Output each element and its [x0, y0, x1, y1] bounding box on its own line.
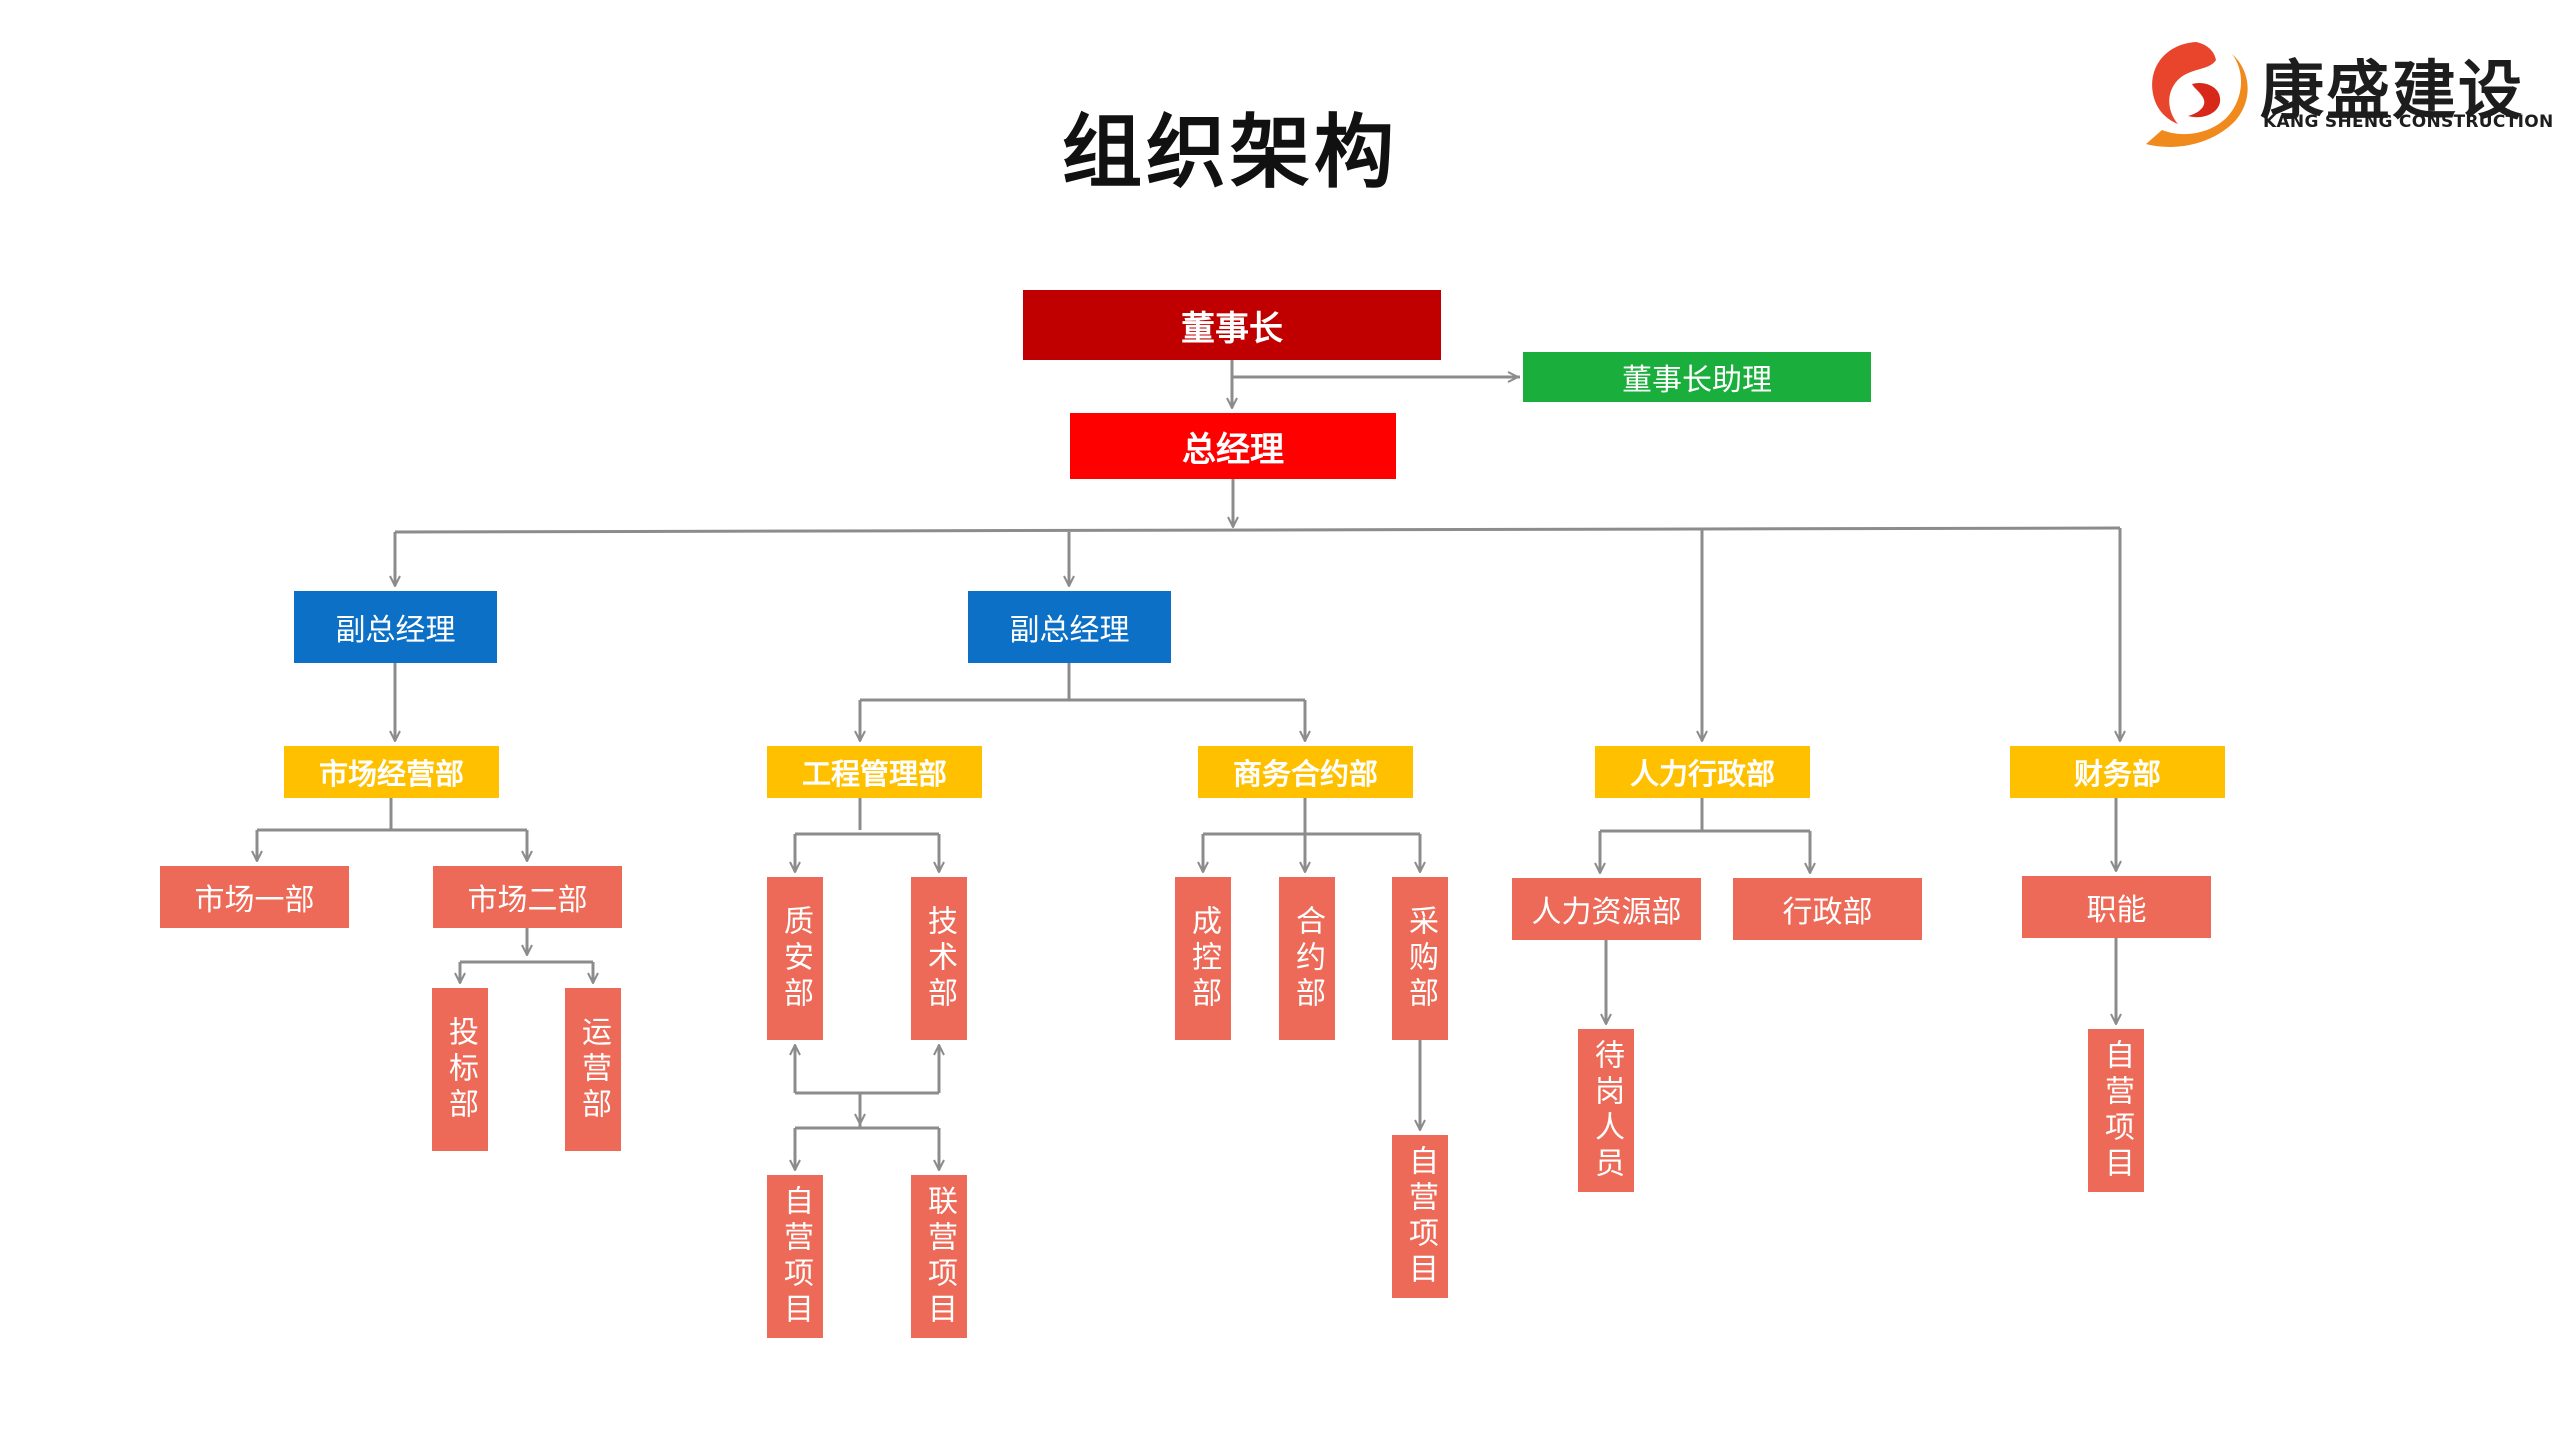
unit-technical-box: 技术部	[911, 877, 967, 1040]
unit-quality-safety-box: 质安部	[767, 877, 823, 1040]
dept-market-label: 市场经营部	[318, 757, 464, 791]
dept-finance-label: 财务部	[2073, 757, 2161, 791]
unit-standby-label: 待岗人员	[1589, 1038, 1624, 1183]
unit-hr-box: 人力资源部	[1512, 878, 1701, 940]
logo-chinese-name: 康盛建设	[2260, 55, 2524, 129]
unit-fin-self-project-label: 自营项目	[2099, 1038, 2134, 1183]
unit-biz-self-project-label: 自营项目	[1403, 1144, 1438, 1289]
unit-fin-self-project-box: 自营项目	[2088, 1029, 2144, 1192]
company-logo: 康盛建设 KANG SHENG CONSTRUCTION	[2136, 32, 2553, 150]
connector-line-2	[394, 526, 2121, 534]
dept-finance-box: 财务部	[2010, 746, 2225, 798]
unit-standby-box: 待岗人员	[1578, 1029, 1634, 1192]
unit-function-label: 职能	[2086, 893, 2147, 928]
unit-purchasing-box: 采购部	[1392, 877, 1448, 1040]
unit-cost-control-box: 成控部	[1175, 877, 1231, 1040]
kangsheng-swirl-logo-icon	[2146, 42, 2248, 147]
general-manager-box: 总经理	[1070, 413, 1396, 479]
unit-market-2-box: 市场二部	[433, 866, 622, 928]
chairman-assistant-label: 董事长助理	[1622, 363, 1772, 398]
vice-gm-label-2: 副总经理	[1009, 613, 1130, 648]
unit-technical-label: 技术部	[922, 904, 957, 1013]
unit-function-box: 职能	[2022, 876, 2211, 938]
vice-gm-box-1: 副总经理	[294, 591, 497, 663]
unit-joint-project-label: 联营项目	[922, 1184, 957, 1329]
unit-contract-box: 合约部	[1279, 877, 1335, 1040]
unit-market-2-label: 市场二部	[467, 883, 588, 918]
page-title: 组织架构	[1062, 106, 1398, 199]
connector-line-0	[1230, 360, 1520, 379]
unit-market-1-box: 市场一部	[160, 866, 349, 928]
unit-bidding-label: 投标部	[443, 1015, 478, 1124]
dept-business-label: 商务合约部	[1232, 757, 1378, 791]
unit-admin-label: 行政部	[1782, 895, 1873, 930]
chairman-assistant-box: 董事长助理	[1523, 352, 1871, 402]
unit-joint-project-box: 联营项目	[911, 1175, 967, 1338]
unit-purchasing-label: 采购部	[1403, 904, 1438, 1013]
chairman-label: 董事长	[1181, 308, 1283, 349]
vice-gm-box-2: 副总经理	[968, 591, 1171, 663]
dept-hr-admin-label: 人力行政部	[1629, 757, 1775, 791]
unit-market-1-label: 市场一部	[194, 883, 315, 918]
unit-bidding-box: 投标部	[432, 988, 488, 1151]
dept-business-box: 商务合约部	[1198, 746, 1413, 798]
unit-operations-label: 运营部	[576, 1015, 611, 1124]
general-manager-label: 总经理	[1182, 429, 1284, 470]
unit-eng-self-project-box: 自营项目	[767, 1175, 823, 1338]
unit-eng-self-project-label: 自营项目	[778, 1184, 813, 1329]
unit-hr-label: 人力资源部	[1531, 895, 1682, 930]
chairman-box: 董事长	[1023, 290, 1441, 360]
dept-market-box: 市场经营部	[284, 746, 499, 798]
dept-engineering-box: 工程管理部	[767, 746, 982, 798]
unit-biz-self-project-box: 自营项目	[1392, 1135, 1448, 1298]
vice-gm-label-1: 副总经理	[335, 613, 456, 648]
dept-hr-admin-box: 人力行政部	[1595, 746, 1810, 798]
unit-operations-box: 运营部	[565, 988, 621, 1151]
unit-quality-safety-label: 质安部	[778, 904, 813, 1013]
unit-admin-box: 行政部	[1733, 878, 1922, 940]
dept-engineering-label: 工程管理部	[801, 757, 947, 791]
unit-cost-control-label: 成控部	[1186, 904, 1221, 1013]
unit-contract-label: 合约部	[1290, 904, 1325, 1013]
logo-english-name: KANG SHENG CONSTRUCTION	[2263, 112, 2554, 132]
